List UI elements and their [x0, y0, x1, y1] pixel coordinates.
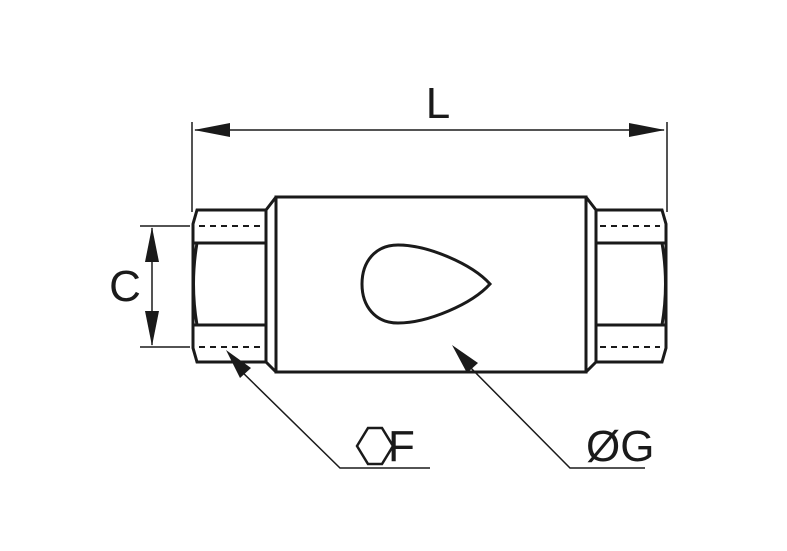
- dimension-length: L: [191, 79, 668, 212]
- leader-line-hex: [235, 365, 430, 469]
- right-hex-curve: [660, 242, 667, 326]
- label-hex: F: [388, 422, 415, 471]
- leader-line-diameter: [461, 358, 645, 469]
- arrow-left-icon: [194, 123, 230, 137]
- leader-arrow-diameter-icon: [452, 345, 478, 373]
- arrow-up-icon: [145, 227, 159, 262]
- left-hex-outline: [191, 208, 268, 364]
- flow-direction-icon: [360, 243, 493, 325]
- arrow-right-icon: [629, 123, 665, 137]
- right-hex-end: [584, 196, 668, 374]
- right-chamfer: [584, 196, 598, 374]
- leader-diameter: ØG: [452, 345, 654, 471]
- dimension-height: C: [109, 225, 190, 348]
- label-height: C: [109, 262, 141, 311]
- leader-arrow-hex-icon: [226, 350, 251, 378]
- left-chamfer: [264, 196, 278, 374]
- right-hex-outline: [594, 208, 668, 364]
- label-length: L: [426, 79, 450, 128]
- arrow-down-icon: [145, 311, 159, 346]
- left-hex-end: [191, 196, 278, 374]
- left-hex-curve: [192, 242, 199, 326]
- central-body: [274, 195, 588, 374]
- hexagon-icon: [355, 426, 395, 466]
- leader-hex: F: [226, 350, 430, 471]
- central-body-outline: [274, 195, 588, 374]
- label-diameter: ØG: [586, 422, 654, 471]
